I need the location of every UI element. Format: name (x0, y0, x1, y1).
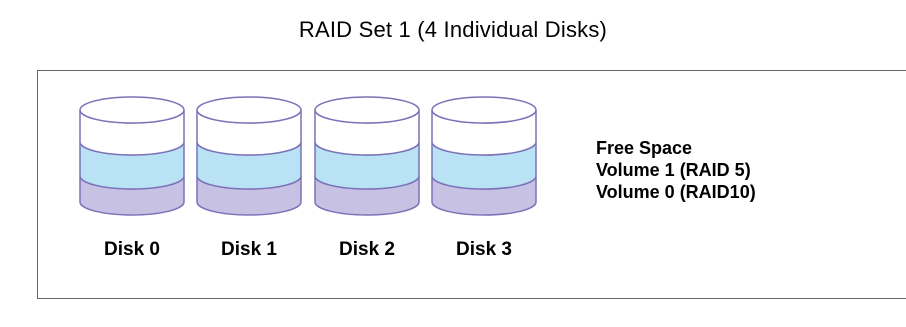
raid-set-frame: Disk 0 Disk 1 Disk 2 Disk 3 Free Space V… (37, 70, 906, 299)
disk-top-cap (431, 96, 537, 124)
disk-2-cylinder (311, 96, 423, 216)
disk-top-cap (314, 96, 420, 124)
disk-cylinder-graphic (314, 96, 420, 216)
disk-3-cylinder (428, 96, 540, 216)
disk-1-label: Disk 1 (221, 239, 277, 260)
disk-2-label: Disk 2 (339, 239, 395, 260)
diagram-title: RAID Set 1 (4 Individual Disks) (298, 17, 608, 42)
legend-item-volume-1: Volume 1 (RAID 5) (596, 160, 751, 180)
disk-top-cap (196, 96, 302, 124)
disk-1-cylinder (193, 96, 305, 216)
disk-cylinder-graphic (79, 96, 185, 216)
disk-cylinder-graphic (431, 96, 537, 216)
disk-3-label: Disk 3 (456, 239, 512, 260)
disk-top-cap (79, 96, 185, 124)
legend-item-volume-0: Volume 0 (RAID10) (596, 182, 756, 202)
disk-0-cylinder (76, 96, 188, 216)
legend-item-free-space: Free Space (596, 138, 693, 158)
disk-cylinder-graphic (196, 96, 302, 216)
legend: Free Space Volume 1 (RAID 5) Volume 0 (R… (596, 137, 756, 203)
disk-0-label: Disk 0 (104, 239, 160, 260)
